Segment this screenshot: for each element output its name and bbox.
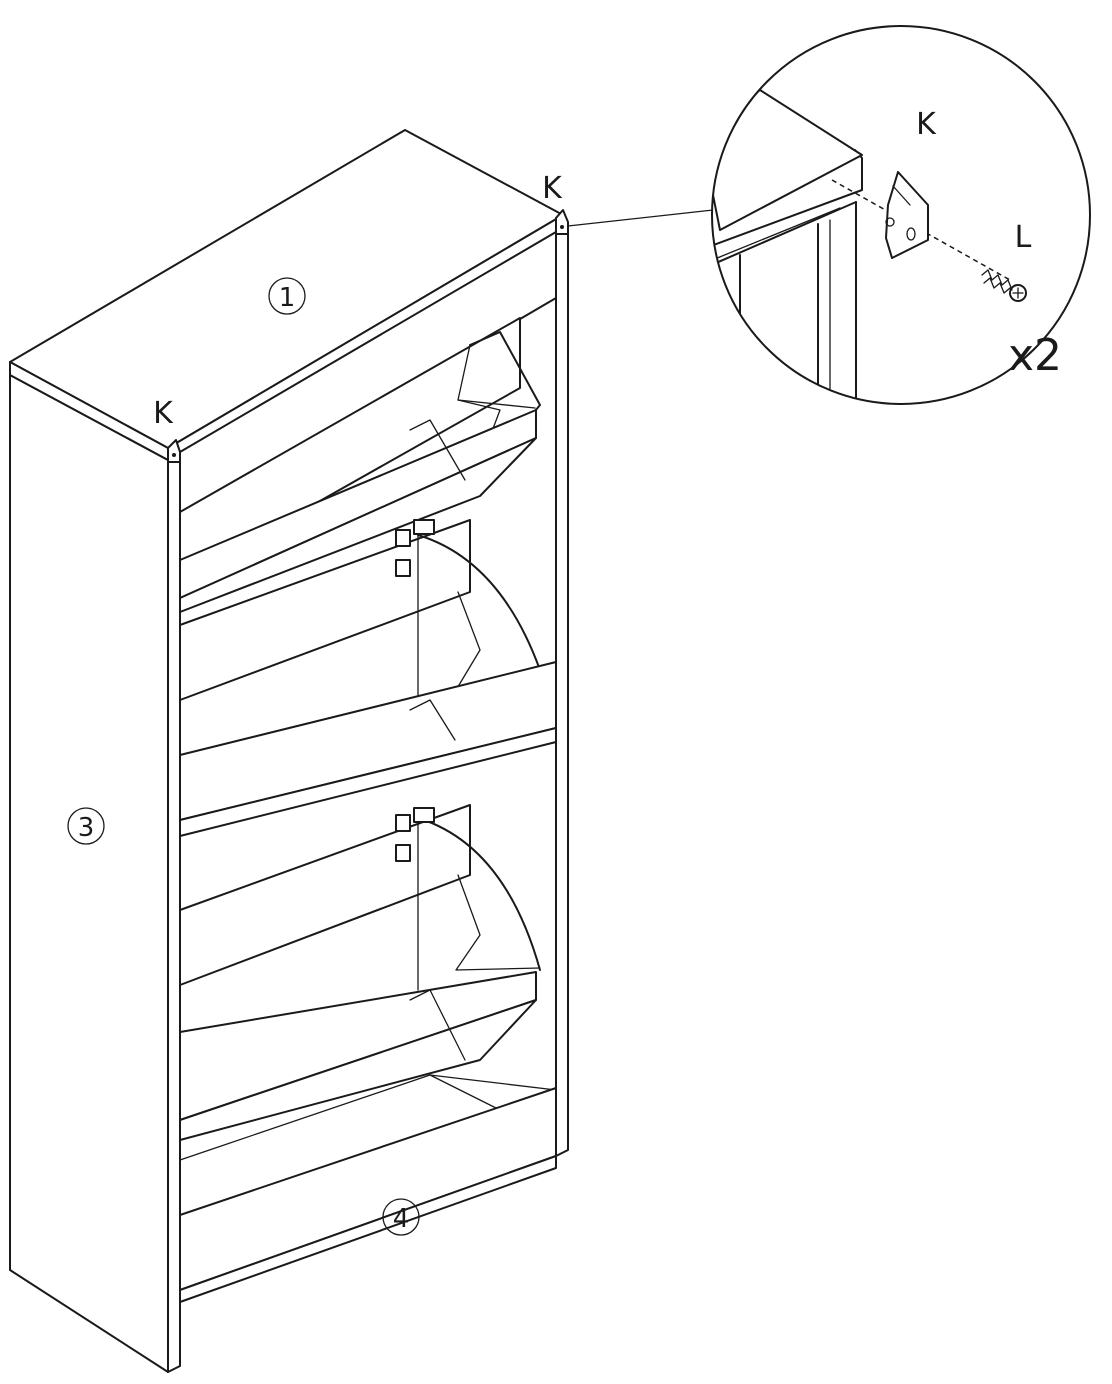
right-side-panel: [555, 223, 569, 1157]
side-panel-3: [9, 374, 169, 1373]
label-k-detail: K: [916, 107, 937, 142]
k-bracket-detail-icon: [885, 171, 929, 259]
svg-text:1: 1: [279, 283, 296, 313]
part-label-4: 4: [382, 1198, 420, 1236]
top-front-rail: [179, 231, 557, 519]
flap-2: [179, 519, 557, 837]
detail-leader-line: [567, 209, 714, 227]
part-label-3: 3: [67, 807, 105, 845]
svg-text:3: 3: [78, 813, 95, 843]
label-quantity: x2: [1008, 330, 1062, 381]
k-bracket-right-icon: [555, 209, 569, 235]
k-bracket-left-icon: [167, 439, 181, 463]
label-l-detail: L: [1015, 220, 1032, 255]
flap-3: [179, 804, 541, 1141]
screw-l-icon: [981, 269, 1027, 302]
part-label-1: 1: [268, 277, 306, 315]
svg-text:4: 4: [393, 1204, 410, 1234]
label-k-left: K: [153, 396, 174, 431]
cabinet: 1 3 4 K K: [9, 129, 569, 1373]
detail-callout: K L x2: [711, 25, 1091, 405]
flap-1: [179, 317, 541, 613]
label-k-right: K: [542, 171, 563, 206]
left-side-front-edge: [167, 453, 181, 1373]
